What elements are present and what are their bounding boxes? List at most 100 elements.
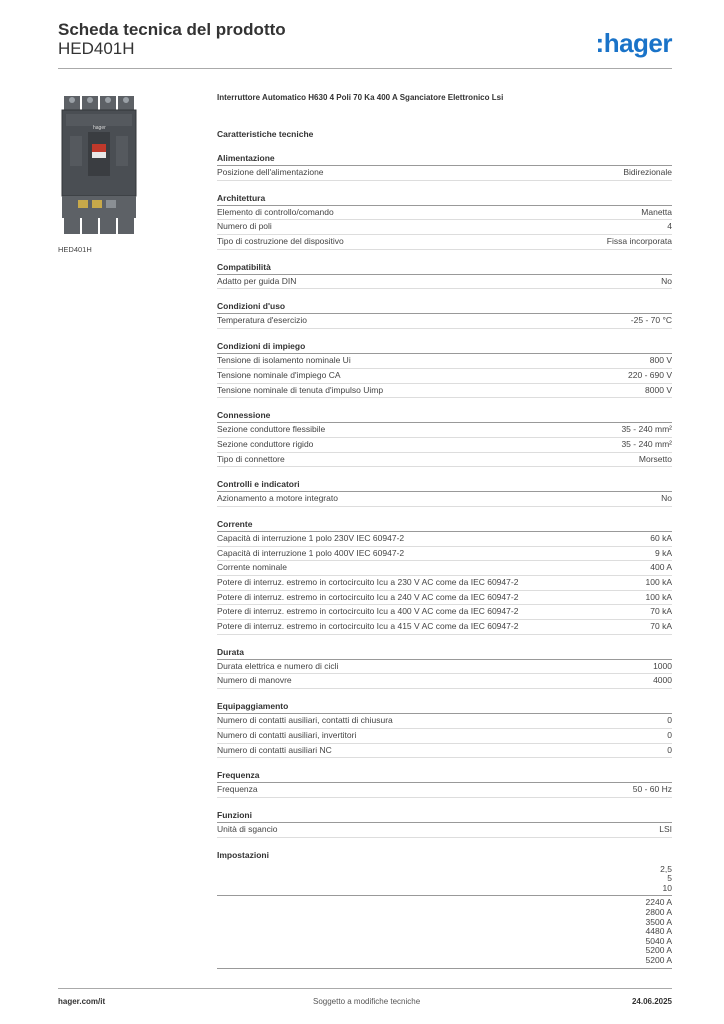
spec-label: Tensione nominale d'impiego CA: [217, 369, 341, 380]
spec-value: 70 kA: [650, 606, 672, 617]
spec-value: 220 - 690 V: [628, 369, 672, 380]
spec-label: Potere di interruz. estremo in cortocirc…: [217, 591, 519, 602]
spec-row: Temperatura d'esercizio-25 - 70 °C: [217, 314, 672, 330]
spec-row: Sezione conduttore rigido 35 - 240 mm²: [217, 438, 672, 453]
footer-disclaimer: Soggetto a modifiche tecniche: [313, 997, 421, 1006]
spec-label: Tensione nominale di tenuta d'impulso Ui…: [217, 384, 384, 395]
spec-label: Corrente nominale: [217, 562, 287, 573]
footer-divider: [58, 988, 672, 989]
spec-label: Numero di poli: [217, 221, 272, 232]
spec-label: Sezione conduttore rigido: [217, 438, 314, 449]
spec-row: Numero di contatti ausiliari, contatti d…: [217, 714, 672, 729]
spec-label: Numero di contatti ausiliari, contatti d…: [217, 715, 393, 726]
group-title: Durata: [217, 647, 672, 660]
spec-label: Potere di interruz. estremo in cortocirc…: [217, 621, 519, 632]
group-title: Connessione: [217, 410, 672, 424]
group-title: Corrente: [217, 519, 672, 532]
group-title: Funzioni: [217, 810, 672, 823]
section-heading: Caratteristiche tecniche: [217, 129, 314, 139]
spec-value: Bidirezionale: [623, 167, 672, 177]
group-title: Compatibilità: [217, 262, 672, 275]
spec-label: Unità di sgancio: [217, 823, 278, 834]
spec-label: Capacità di interruzione 1 polo 230V IEC…: [217, 532, 405, 543]
spec-value: Fissa incorporata: [606, 236, 672, 247]
product-image: hager: [58, 92, 198, 237]
impostazioni-value: 10: [662, 882, 672, 893]
spec-label: Frequenza: [217, 784, 258, 795]
spec-value: 60 kA: [650, 532, 672, 543]
spec-row: Frequenza 50 - 60 Hz: [217, 783, 672, 798]
page-title: Scheda tecnica del prodotto: [58, 20, 286, 39]
spec-value: 100 kA: [645, 591, 672, 602]
footer-website-link[interactable]: hager.com/it: [58, 997, 106, 1006]
impostazioni-value: 5200 A: [645, 945, 672, 956]
spec-label: Sezione conduttore flessibile: [217, 424, 326, 435]
spec-row: Potere di interruz. estremo in cortocirc…: [217, 605, 672, 621]
spec-value: 50 - 60 Hz: [632, 784, 672, 795]
hager-logo[interactable]: :hager: [595, 28, 673, 59]
group-title: Condizioni di impiego: [217, 341, 672, 355]
spec-value: 9 kA: [654, 547, 672, 558]
product-name: Interruttore Automatico H630 4 Poli 70 K…: [217, 93, 504, 102]
logo-text: hager: [603, 28, 673, 58]
group-title: Architettura: [217, 193, 672, 206]
spec-label: Tipo di connettore: [217, 453, 285, 464]
spec-row: Potere di interruz. estremo in cortocirc…: [217, 620, 672, 635]
spec-label: Potere di interruz. estremo in cortocirc…: [217, 577, 519, 587]
spec-label: Potere di interruz. estremo in cortocirc…: [217, 606, 519, 617]
spec-label: Numero di contatti ausiliari, invertitor…: [217, 729, 357, 740]
impostazioni-value: 4480 A: [645, 926, 672, 937]
spec-value: 100 kA: [645, 577, 672, 587]
spec-value: LSI: [659, 823, 672, 834]
spec-row: Unità di sgancio LSI: [217, 823, 672, 838]
svg-text:hager: hager: [93, 125, 106, 131]
spec-label: Numero di manovre: [217, 675, 292, 686]
group-title: Impostazioni: [217, 849, 269, 860]
spec-value: 1000: [653, 660, 672, 671]
spec-value: 35 - 240 mm²: [621, 438, 672, 449]
spec-row: Numero di manovre 4000: [217, 674, 672, 690]
group-title: Controlli e indicatori: [217, 479, 672, 493]
spec-value: 4000: [653, 675, 672, 686]
spec-value: 0: [667, 715, 672, 726]
spec-value: 70 kA: [650, 621, 672, 632]
impostazioni-value: 3500 A: [645, 916, 672, 927]
group-title: Frequenza: [217, 770, 672, 784]
spec-label: Elemento di controllo/comando: [217, 206, 334, 217]
group-title: Equipaggiamento: [217, 701, 672, 715]
impostazioni-value: 5: [667, 873, 672, 884]
image-caption: HED401H: [58, 245, 92, 254]
logo-colon-mark: :: [595, 28, 605, 58]
spec-label: Tipo di costruzione del dispositivo: [217, 236, 344, 247]
spec-label: Azionamento a motore integrato: [217, 493, 338, 504]
impostazioni-value: 5200 A: [645, 954, 672, 965]
spec-value: No: [661, 275, 672, 286]
spec-label: Numero di contatti ausiliari NC: [217, 744, 332, 755]
spec-value: 0: [667, 729, 672, 740]
spec-label: Temperatura d'esercizio: [217, 315, 307, 326]
